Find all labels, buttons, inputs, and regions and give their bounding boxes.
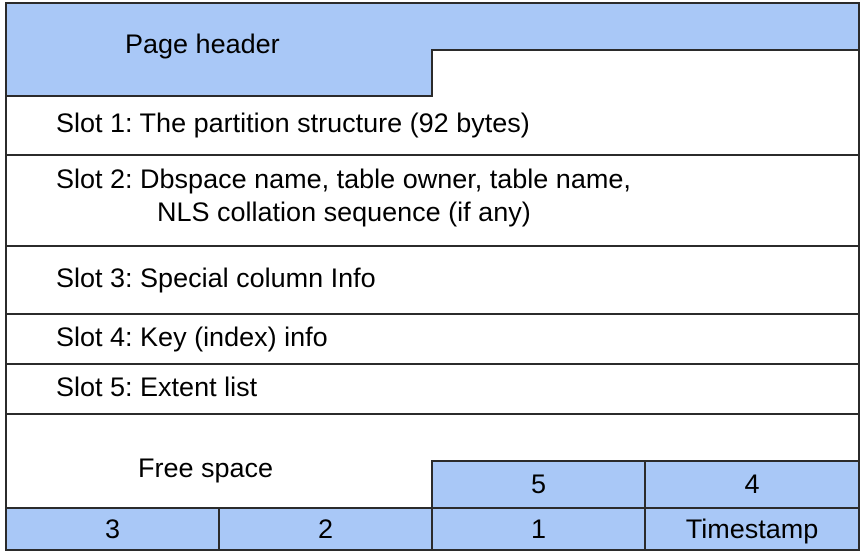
slot-table-cell-5 (431, 460, 646, 509)
slot-2-label: Slot 2: Dbspace name, table owner, table… (56, 164, 631, 194)
slot-2-label-line2: NLS collation sequence (if any) (157, 197, 531, 227)
slot-table-value: 2 (317, 514, 334, 544)
slot-table-timestamp: Timestamp (685, 514, 819, 544)
slot-table-cell-2 (218, 507, 433, 551)
slot-table-value: 5 (530, 469, 547, 499)
slot-table-cell-3 (5, 507, 220, 551)
slot-1-label: Slot 1: The partition structure (92 byte… (56, 108, 530, 138)
free-space-label: Free space (138, 453, 274, 483)
slot-table-value: 3 (104, 514, 121, 544)
slot-table-value: 1 (530, 514, 547, 544)
slot-table-value: 4 (744, 469, 760, 499)
slot-table-cell-timestamp (644, 507, 860, 551)
slot-4-label: Slot 4: Key (index) info (56, 322, 328, 352)
slot-3-label: Slot 3: Special column Info (56, 263, 376, 293)
page-header-region (5, 2, 860, 97)
page-header-label: Page header (125, 29, 280, 59)
slot-5-label: Slot 5: Extent list (56, 372, 258, 402)
